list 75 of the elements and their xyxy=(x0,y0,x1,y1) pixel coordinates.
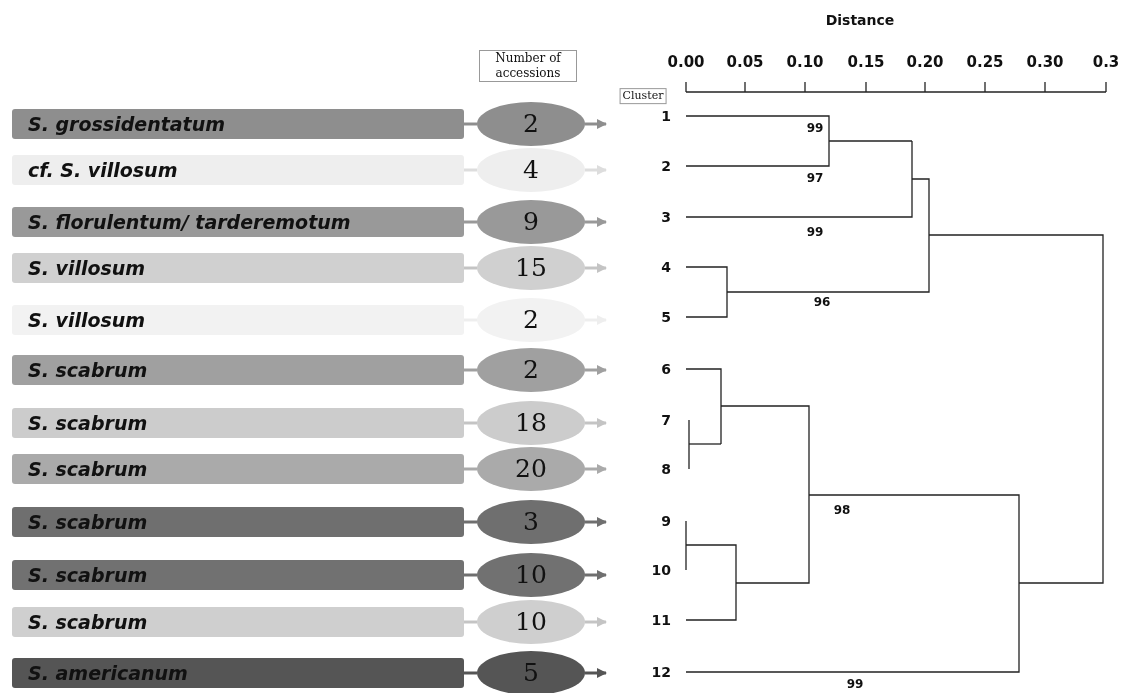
count-ellipse: 18 xyxy=(477,401,585,445)
bootstrap-value: 97 xyxy=(806,171,824,185)
cluster-number: 8 xyxy=(661,461,671,477)
bootstrap-value: 98 xyxy=(833,503,851,517)
cluster-number: 4 xyxy=(661,259,671,275)
bootstrap-value: 96 xyxy=(813,295,831,309)
species-bar: cf. S. villosum xyxy=(12,155,464,185)
arrow xyxy=(585,217,607,227)
count-ellipse: 2 xyxy=(477,298,585,342)
column-header: Number of accessions xyxy=(479,50,577,82)
bootstrap-value: 99 xyxy=(806,121,824,135)
cluster-number: 5 xyxy=(661,309,671,325)
count-ellipse: 10 xyxy=(477,600,585,644)
arrow xyxy=(585,464,607,474)
bootstrap-value: 99 xyxy=(846,677,864,691)
tick-label: 0.3 xyxy=(1092,53,1120,71)
species-bar: S. florulentum/ tarderemotum xyxy=(12,207,464,237)
axis-title: Distance xyxy=(825,12,895,28)
count-ellipse: 15 xyxy=(477,246,585,290)
arrow xyxy=(585,365,607,375)
tick-label: 0.10 xyxy=(786,53,824,71)
species-bar: S. scabrum xyxy=(12,454,464,484)
count-ellipse: 5 xyxy=(477,651,585,693)
connector-line xyxy=(464,368,477,372)
arrow xyxy=(585,119,607,129)
arrow xyxy=(585,617,607,627)
cluster-number: 1 xyxy=(661,108,671,124)
tick-label: 0.05 xyxy=(726,53,764,71)
arrow xyxy=(585,517,607,527)
species-bar: S. americanum xyxy=(12,658,464,688)
arrow xyxy=(585,263,607,273)
species-bar: S. scabrum xyxy=(12,355,464,385)
connector-line xyxy=(464,573,477,577)
count-ellipse: 4 xyxy=(477,148,585,192)
species-bar: S. scabrum xyxy=(12,408,464,438)
count-ellipse: 10 xyxy=(477,553,585,597)
tick-label: 0.00 xyxy=(667,53,705,71)
connector-line xyxy=(464,168,477,172)
cluster-number: 12 xyxy=(651,664,671,680)
species-bar: S. villosum xyxy=(12,253,464,283)
count-ellipse: 2 xyxy=(477,102,585,146)
cluster-number: 3 xyxy=(661,209,671,225)
connector-line xyxy=(464,266,477,270)
species-bar: S. grossidentatum xyxy=(12,109,464,139)
connector-line xyxy=(464,467,477,471)
count-ellipse: 9 xyxy=(477,200,585,244)
cluster-number: 7 xyxy=(661,412,671,428)
arrow xyxy=(585,570,607,580)
cluster-number: 9 xyxy=(661,513,671,529)
tick-label: 0.30 xyxy=(1026,53,1064,71)
cluster-number: 2 xyxy=(661,158,671,174)
connector-line xyxy=(464,620,477,624)
column-header: Cluster xyxy=(619,88,667,104)
cluster-number: 10 xyxy=(651,562,671,578)
species-bar: S. scabrum xyxy=(12,507,464,537)
connector-line xyxy=(464,671,477,675)
bootstrap-value: 99 xyxy=(806,225,824,239)
species-bar: S. scabrum xyxy=(12,560,464,590)
connector-line xyxy=(464,220,477,224)
connector-line xyxy=(464,122,477,126)
tick-label: 0.25 xyxy=(966,53,1004,71)
cluster-number: 6 xyxy=(661,361,671,377)
arrow xyxy=(585,668,607,678)
connector-line xyxy=(464,421,477,425)
count-ellipse: 2 xyxy=(477,348,585,392)
tick-label: 0.15 xyxy=(847,53,885,71)
tick-label: 0.20 xyxy=(906,53,944,71)
count-ellipse: 20 xyxy=(477,447,585,491)
cluster-number: 11 xyxy=(651,612,671,628)
connector-line xyxy=(464,520,477,524)
arrow xyxy=(585,165,607,175)
species-bar: S. villosum xyxy=(12,305,464,335)
arrow xyxy=(585,418,607,428)
count-ellipse: 3 xyxy=(477,500,585,544)
species-bar: S. scabrum xyxy=(12,607,464,637)
